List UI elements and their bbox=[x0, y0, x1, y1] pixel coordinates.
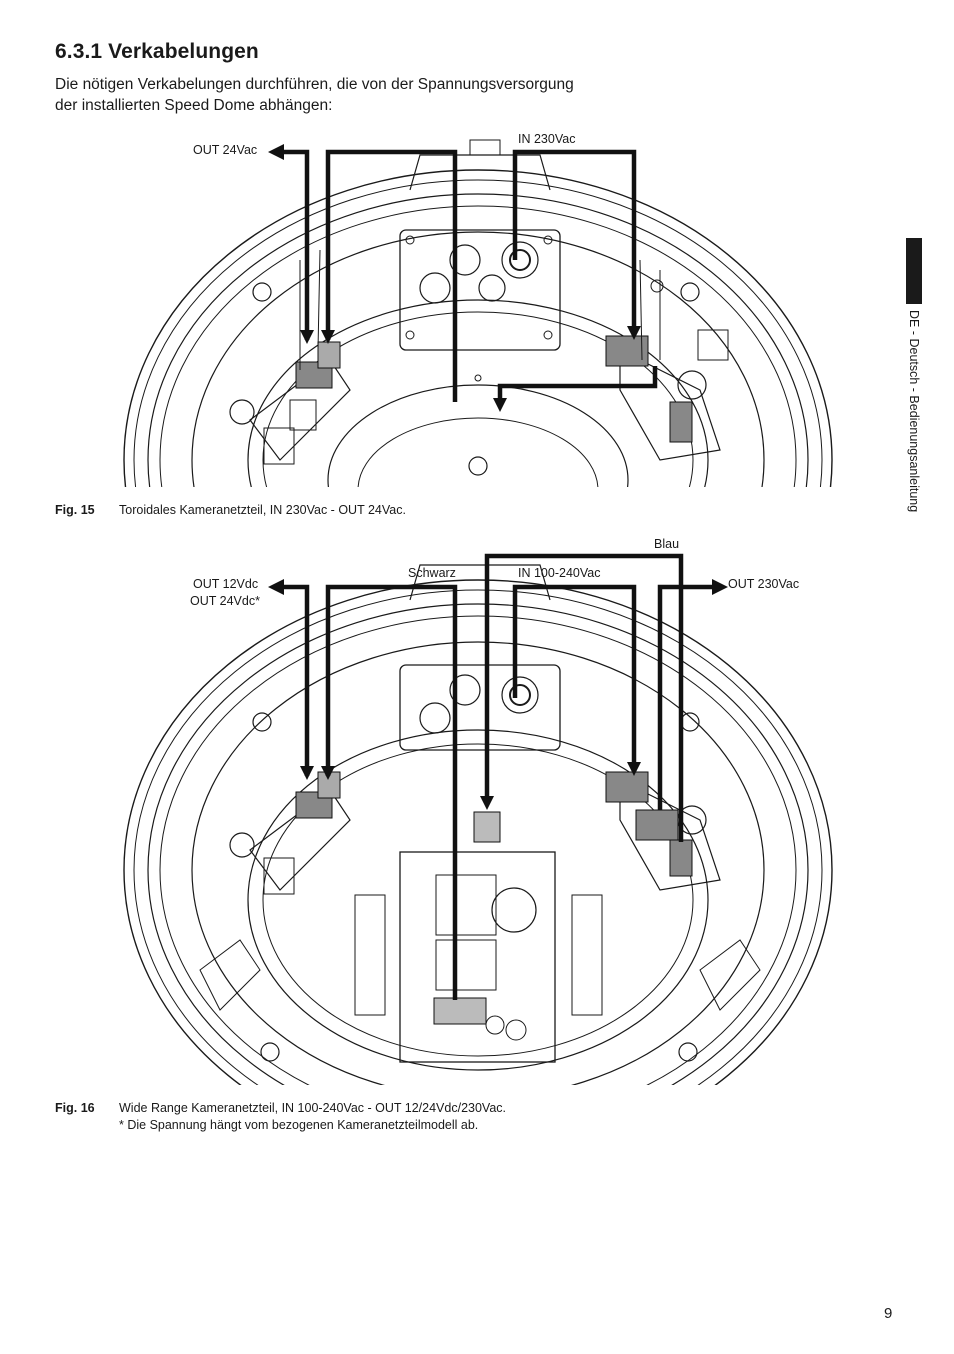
wire-out-230vac bbox=[657, 579, 728, 810]
figure-16-caption-text: Wide Range Kameranetzteil, IN 100-240Vac… bbox=[119, 1101, 507, 1115]
intro-line-2: der installierten Speed Dome abhängen: bbox=[55, 97, 333, 114]
wire-in-100-240vac bbox=[512, 584, 641, 776]
wire-blau bbox=[480, 553, 684, 842]
figure-16-caption-note: * Die Spannung hängt vom bezogenen Kamer… bbox=[119, 1118, 479, 1132]
label-out-24vac: OUT 24Vac bbox=[193, 143, 258, 157]
language-tab-marker bbox=[906, 238, 922, 304]
dome-housing-drawing bbox=[123, 139, 833, 487]
label-in-230vac: IN 230Vac bbox=[518, 132, 576, 146]
wire-out-dc bbox=[268, 579, 458, 1000]
intro-line-1: Die nötigen Verkabelungen durchführen, d… bbox=[55, 76, 574, 93]
figure-16-number: Fig. 16 bbox=[55, 1101, 95, 1115]
wire-in-230vac bbox=[493, 149, 658, 412]
figure-15-caption-text: Toroidales Kameranetzteil, IN 230Vac - O… bbox=[119, 503, 406, 517]
intro-paragraph: Die nötigen Verkabelungen durchführen, d… bbox=[55, 74, 574, 116]
label-out-230vac: OUT 230Vac bbox=[728, 577, 800, 591]
figure-16-drawing bbox=[123, 553, 833, 1085]
wire-out-24vac bbox=[268, 144, 458, 402]
figure-16-caption: Fig. 16 Wide Range Kameranetzteil, IN 10… bbox=[55, 1100, 506, 1132]
label-out-24vdc: OUT 24Vdc* bbox=[190, 594, 260, 608]
page-number: 9 bbox=[884, 1305, 893, 1322]
figure-15-drawing bbox=[123, 139, 833, 487]
section-heading: 6.3.1 Verkabelungen bbox=[55, 40, 259, 63]
figure-15-caption: Fig. 15 Toroidales Kameranetzteil, IN 23… bbox=[55, 502, 406, 519]
label-schwarz: Schwarz bbox=[408, 566, 456, 580]
dome-housing-drawing-16 bbox=[123, 564, 833, 1085]
label-out-12vdc: OUT 12Vdc bbox=[193, 577, 259, 591]
label-in-100-240vac: IN 100-240Vac bbox=[518, 566, 601, 580]
figure-15-number: Fig. 15 bbox=[55, 503, 95, 517]
label-blau: Blau bbox=[654, 537, 680, 551]
